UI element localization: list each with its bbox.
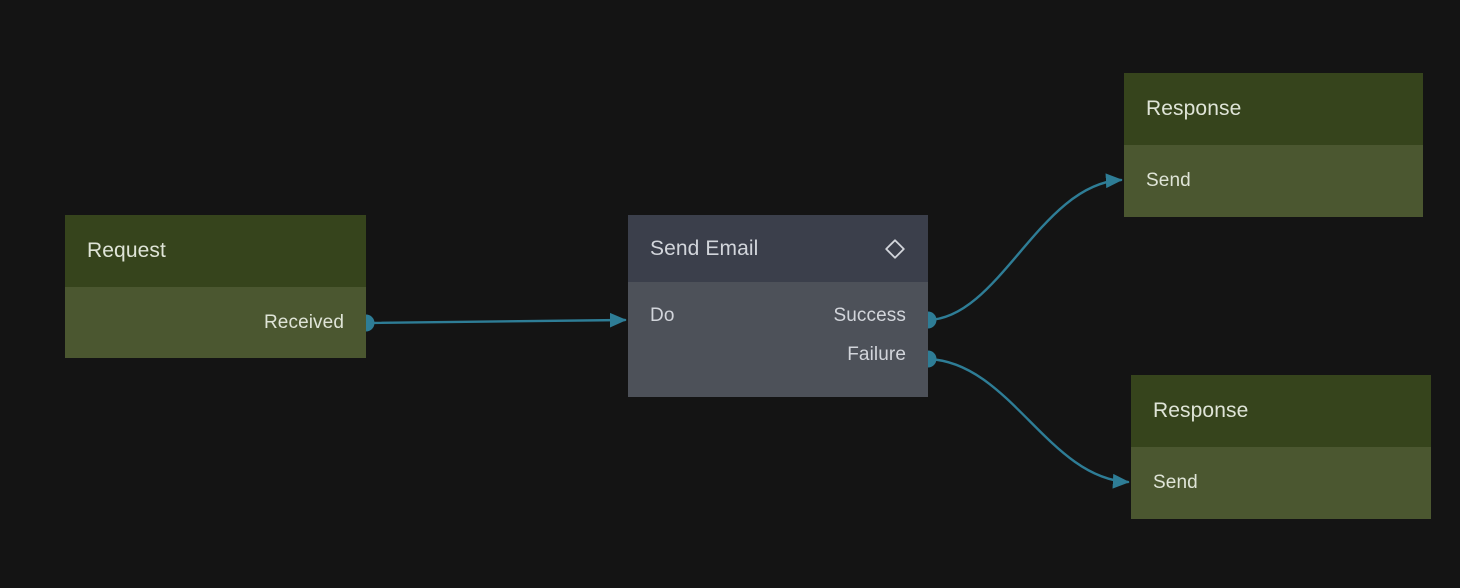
output-port-success[interactable]: Success (833, 305, 906, 327)
node-request-title: Request (87, 239, 166, 262)
input-port-do[interactable]: Do (650, 305, 675, 327)
node-send-email[interactable]: Send Email Do Success Failure (628, 215, 928, 397)
node-request-body: Received (65, 287, 366, 358)
edge-received-to-do[interactable] (357, 312, 627, 332)
node-send-email-header[interactable]: Send Email (628, 215, 928, 282)
node-response-top[interactable]: Response Send (1124, 73, 1423, 217)
node-send-email-title: Send Email (650, 236, 759, 260)
output-port-success-label: Success (833, 305, 906, 326)
node-response-top-header[interactable]: Response (1124, 73, 1423, 145)
node-response-bottom-header[interactable]: Response (1131, 375, 1431, 447)
input-port-send-label: Send (1146, 170, 1191, 191)
input-port-do-label: Do (650, 305, 675, 326)
node-response-bottom-body: Send (1131, 447, 1431, 519)
node-send-email-body: Do Success Failure (628, 282, 928, 397)
edge-success-to-send-top[interactable] (919, 173, 1123, 329)
output-port-received[interactable]: Received (264, 312, 344, 334)
node-response-top-body: Send (1124, 145, 1423, 217)
output-port-failure-label: Failure (847, 344, 906, 365)
node-response-bottom-title: Response (1153, 399, 1249, 422)
node-request[interactable]: Request Received (65, 215, 366, 358)
node-response-bottom[interactable]: Response Send (1131, 375, 1431, 519)
output-port-failure[interactable]: Failure (847, 344, 906, 366)
input-port-send-label: Send (1153, 472, 1198, 493)
output-port-received-label: Received (263, 312, 344, 333)
diamond-icon (884, 238, 906, 260)
input-port-send[interactable]: Send (1153, 472, 1198, 494)
node-response-top-title: Response (1146, 97, 1242, 120)
node-request-header[interactable]: Request (65, 215, 366, 287)
edge-failure-to-send-bot[interactable] (919, 350, 1130, 489)
input-port-send[interactable]: Send (1146, 170, 1191, 192)
